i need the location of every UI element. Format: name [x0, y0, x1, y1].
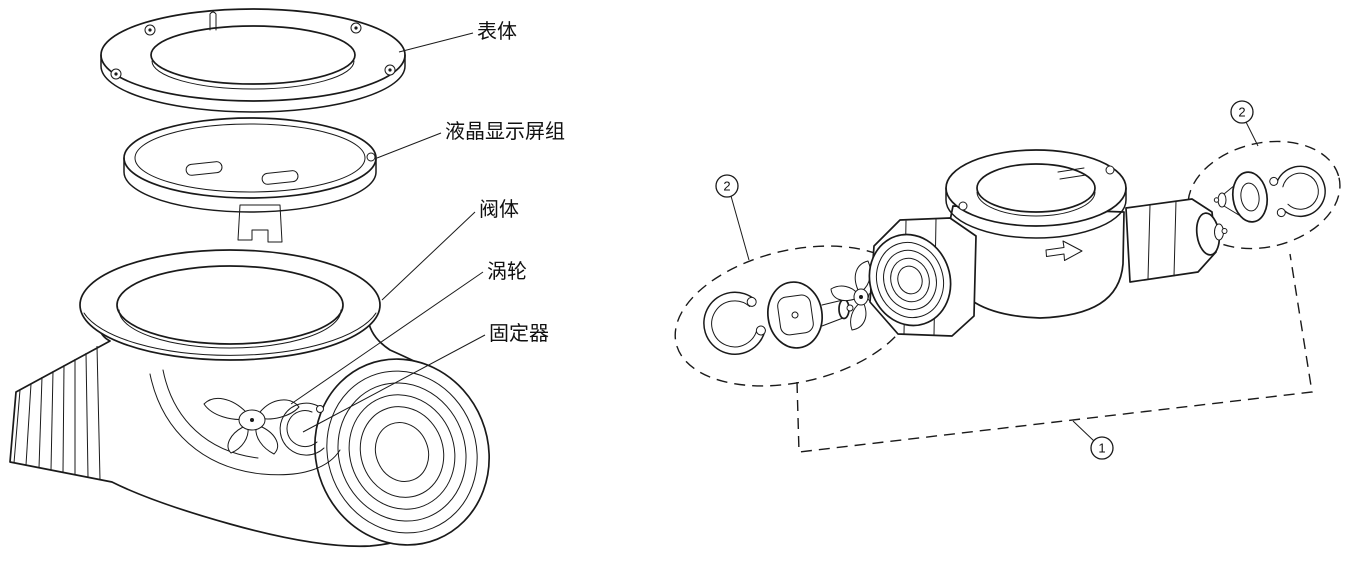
top-flange-ring [945, 149, 1127, 239]
callout-2-right: 2 [1230, 100, 1259, 147]
callout-2-right-leader [1245, 121, 1259, 147]
lcd-rim [123, 157, 377, 213]
ring-inner-edge [150, 25, 356, 85]
callout-1-number: 1 [1098, 441, 1105, 456]
label-meter-body: 表体 [477, 20, 517, 43]
lcd-mount-clips [237, 204, 283, 243]
label-retainer: 固定器 [489, 322, 549, 345]
callout-2-left-number: 2 [723, 179, 730, 194]
callout-2-right-circle [1230, 100, 1254, 124]
left-coupling-nut [868, 217, 977, 337]
inlet-thread-lines [13, 345, 101, 481]
ring-inner-depth [151, 60, 355, 90]
meter-body-ring-drawing [100, 8, 406, 113]
cutaway-edge-outer [149, 373, 341, 476]
alignment-pin [209, 11, 217, 31]
turbine-drawing [203, 397, 300, 455]
leader-turbine [290, 271, 484, 405]
collar-rim-depth [83, 312, 377, 356]
assembled-meter-drawing [868, 149, 1228, 337]
collar-inner-depth [118, 309, 342, 349]
valve-body-drawing [9, 249, 491, 548]
dashed-assembly-line [796, 253, 1313, 453]
lcd-face-inner-line [134, 123, 366, 193]
callout-2-left-circle [715, 174, 739, 198]
callout-2-left-leader [730, 195, 750, 261]
lcd-slot-right [261, 170, 299, 185]
label-turbine: 涡轮 [487, 260, 527, 283]
leader-meter-body [398, 32, 474, 53]
exploded-view: 表体 液晶显示屏组 阀体 涡轮 固定器 [9, 8, 565, 548]
label-lcd-display: 液晶显示屏组 [445, 120, 565, 143]
callout-1-circle [1090, 436, 1114, 460]
circlip-right-drawing [1269, 165, 1326, 218]
outlet-thread-rings [313, 358, 491, 546]
flow-arrow-icon [1045, 240, 1083, 261]
circlip-left-drawing [703, 291, 766, 355]
cutaway-edge-inner [162, 369, 259, 459]
retainer-drawing [279, 402, 325, 456]
leader-retainer [302, 334, 486, 433]
ring-screws [110, 22, 396, 80]
lcd-module-drawing [123, 117, 377, 243]
lcd-top-face [123, 117, 377, 199]
inlet-thread-mouth [868, 233, 952, 327]
bearing-plug-drawing [1213, 171, 1269, 223]
retainer-cap-drawing [767, 281, 854, 349]
callout-1-leader [1072, 420, 1095, 442]
callout-1: 1 [1072, 420, 1114, 460]
leader-lcd [376, 132, 442, 159]
callout-2-right-number: 2 [1238, 105, 1245, 120]
part-labels: 表体 液晶显示屏组 阀体 涡轮 固定器 [290, 20, 565, 433]
lcd-slot-left [185, 161, 223, 176]
leader-valve-body [381, 211, 476, 301]
callout-2-left: 2 [715, 174, 750, 261]
collar-inner-edge [116, 265, 344, 345]
left-parts-group [703, 260, 896, 355]
label-valve-body: 阀体 [479, 198, 519, 221]
right-coupling-nut [1125, 198, 1228, 283]
assembled-view: 2 2 1 [674, 100, 1341, 460]
ring-rim [100, 54, 406, 113]
right-parts-group [1213, 165, 1326, 223]
lcd-edge-boss [366, 152, 376, 162]
